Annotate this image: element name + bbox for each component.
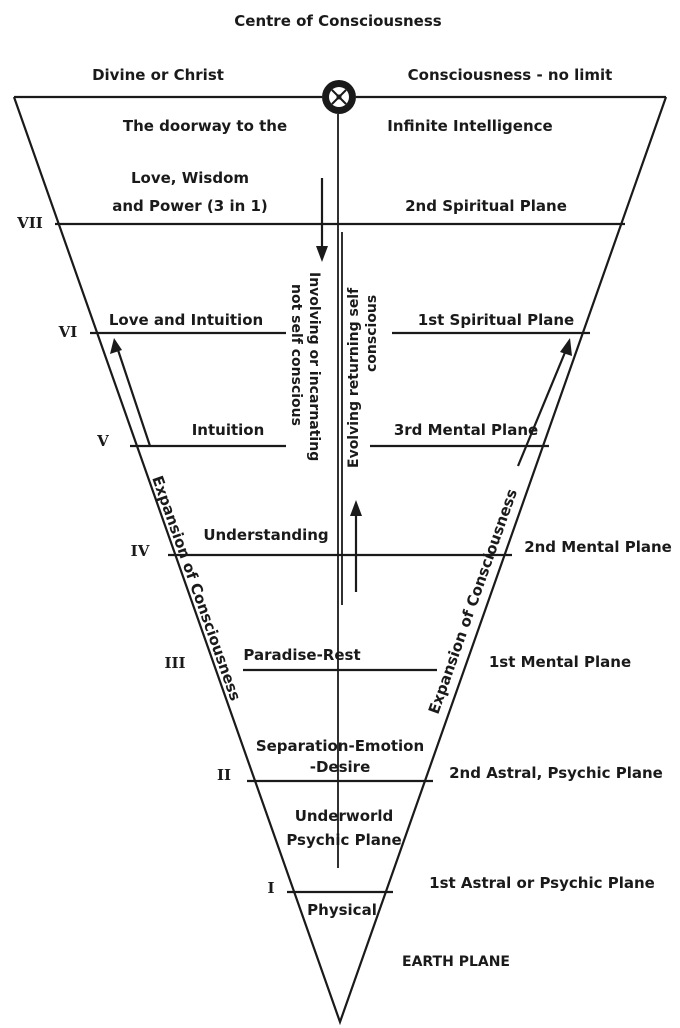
level-vii-right-label: 2nd Spiritual Plane <box>405 197 567 215</box>
involving-text: Involving or incarnating not self consci… <box>288 272 322 461</box>
evolving-line1: Evolving returning self <box>346 287 362 468</box>
down-arrow-icon <box>316 246 328 262</box>
up-arrow-icon <box>350 500 362 516</box>
evolving-text: Evolving returning self conscious <box>346 287 380 468</box>
earth-plane-label: EARTH PLANE <box>402 954 510 970</box>
level-i-above-line2: Psychic Plane <box>286 831 401 849</box>
level-ii-left-line1: Separation-Emotion <box>256 737 424 755</box>
level-ii-right-label: 2nd Astral, Psychic Plane <box>449 764 663 782</box>
level-vii-numeral: VII <box>16 214 43 232</box>
level-iv-numeral: IV <box>131 542 150 560</box>
level-ii-left-line2: -Desire <box>310 758 371 776</box>
evolving-line2: conscious <box>364 295 380 372</box>
top-left-label: Divine or Christ <box>92 66 224 84</box>
right-expansion-label: Expansion of Consciousness <box>425 487 521 717</box>
right-expansion-arrow-shaft <box>516 349 568 467</box>
left-expansion-arrow-shaft <box>116 349 152 447</box>
level-vi-numeral: VI <box>58 323 78 341</box>
doorway-left-label: The doorway to the <box>123 117 287 135</box>
level-iii-right-label: 1st Mental Plane <box>489 653 631 671</box>
left-up-arrow-icon <box>110 338 122 354</box>
level-v-numeral: V <box>96 432 109 450</box>
left-expansion-label: Expansion of Consciousness <box>148 473 244 703</box>
top-right-label: Consciousness - no limit <box>408 66 613 84</box>
level-i-above-line1: Underworld <box>295 807 394 825</box>
level-ii-numeral: II <box>217 766 231 784</box>
level-vii-left-line2: and Power (3 in 1) <box>112 197 268 215</box>
level-v-left-label: Intuition <box>192 421 265 439</box>
doorway-right-label: Infinite Intelligence <box>387 117 552 135</box>
level-vii-left-line1: Love, Wisdom <box>131 169 249 187</box>
level-i-right-label: 1st Astral or Psychic Plane <box>429 874 655 892</box>
level-vi-right-label: 1st Spiritual Plane <box>418 311 574 329</box>
level-iv-right-label: 2nd Mental Plane <box>524 538 672 556</box>
level-i-numeral: I <box>267 879 274 897</box>
level-iv-left-label: Understanding <box>203 526 328 544</box>
diagram-title: Centre of Consciousness <box>234 12 442 30</box>
level-iii-numeral: III <box>164 654 185 672</box>
right-up-arrow-icon <box>560 338 572 356</box>
level-i-inside-label: Physical <box>307 901 377 919</box>
triangle-outline <box>12 96 668 1026</box>
involving-line1: Involving or incarnating <box>306 272 322 461</box>
involving-line2: not self conscious <box>288 284 304 426</box>
level-iii-left-label: Paradise-Rest <box>243 646 360 664</box>
level-vi-left-label: Love and Intuition <box>109 311 263 329</box>
centre-symbol-icon <box>322 80 356 114</box>
level-v-right-label: 3rd Mental Plane <box>394 421 538 439</box>
